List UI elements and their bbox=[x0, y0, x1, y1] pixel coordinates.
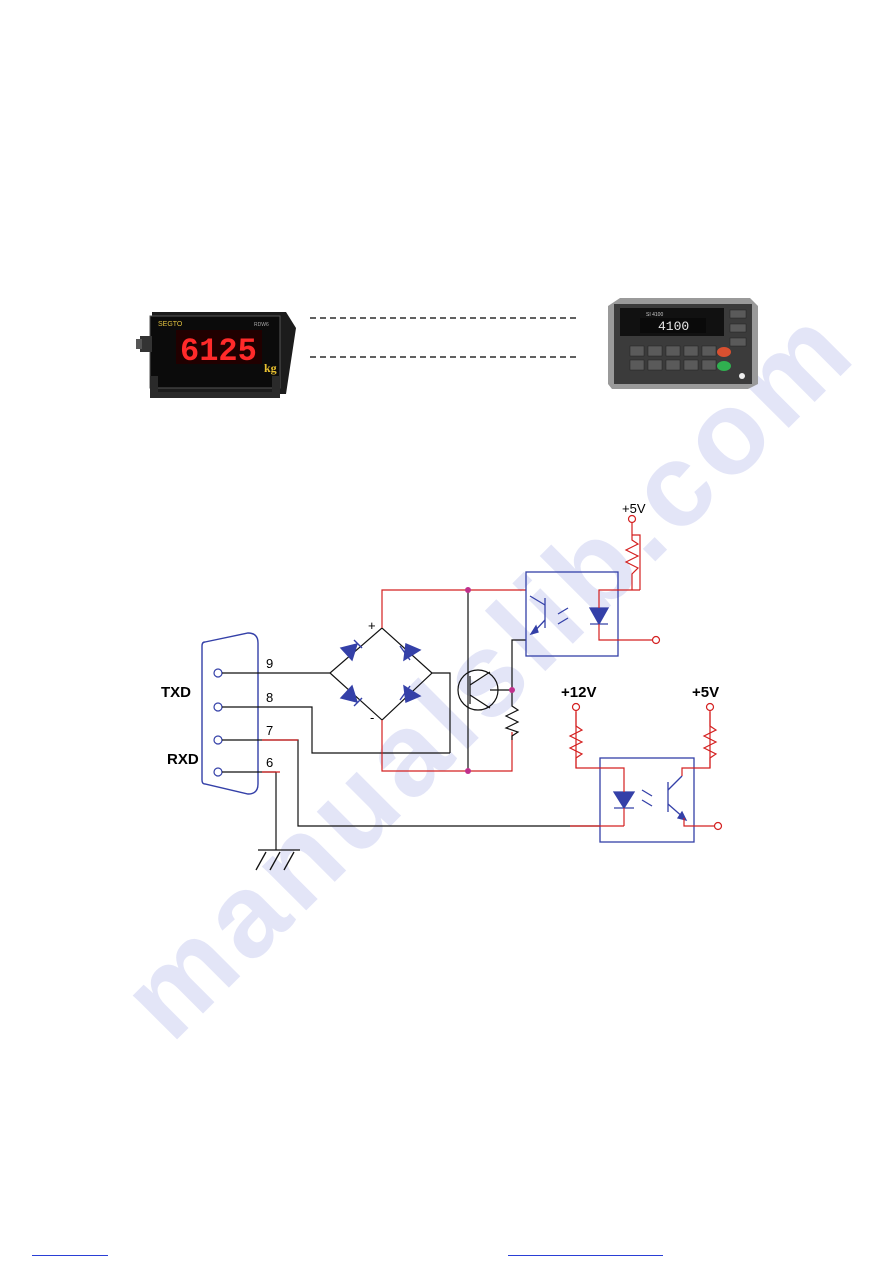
supply-5v-bottom-label: +5V bbox=[692, 684, 719, 701]
pin-8-icon bbox=[213, 702, 223, 712]
interface-schematic: 9 8 7 6 TXD RXD + - bbox=[161, 501, 723, 871]
indicator-brand: SI 4100 bbox=[646, 312, 663, 318]
supply-5v-top-label: +5V bbox=[622, 501, 646, 516]
txd-label: TXD bbox=[161, 684, 191, 701]
pin-9-label: 9 bbox=[266, 656, 273, 671]
pin-7-label: 7 bbox=[266, 723, 273, 738]
footer-link-left[interactable] bbox=[32, 1255, 108, 1256]
pin-6-icon bbox=[213, 767, 223, 777]
terminal-5v-top-icon bbox=[627, 514, 637, 524]
weighing-indicator-device: SI 4100 4100 bbox=[608, 298, 758, 389]
terminal-12v-icon bbox=[571, 702, 581, 712]
optocoupler-top bbox=[525, 571, 619, 657]
pin-9-icon bbox=[213, 668, 223, 678]
remote-reading: 6125 bbox=[180, 333, 257, 370]
bridge-minus-label: - bbox=[370, 710, 374, 725]
junction-dot bbox=[465, 768, 471, 774]
terminal-5v-bottom-icon bbox=[705, 702, 715, 712]
rxd-label: RXD bbox=[167, 751, 199, 768]
resistor-icon bbox=[702, 712, 718, 768]
pin-7-icon bbox=[213, 735, 223, 745]
indicator-reading: 4100 bbox=[658, 319, 689, 334]
supply-12v-label: +12V bbox=[561, 684, 596, 701]
bridge-rectifier: + - bbox=[329, 618, 433, 725]
ground-icon bbox=[255, 849, 300, 871]
remote-unit: kg bbox=[264, 361, 277, 375]
transistor-icon bbox=[457, 669, 512, 711]
junction-dot bbox=[465, 587, 471, 593]
junction-dot bbox=[509, 687, 515, 693]
terminal-output-bottom-icon bbox=[713, 821, 723, 831]
optocoupler-bottom bbox=[599, 757, 695, 843]
resistor-icon bbox=[568, 712, 584, 768]
remote-brand: SEGTO bbox=[158, 321, 183, 328]
remote-model: RDW6 bbox=[254, 322, 269, 328]
remote-display-device: SEGTO RDW6 6125 kg bbox=[136, 312, 296, 398]
terminal-output-top-icon bbox=[651, 635, 661, 645]
pin-8-label: 8 bbox=[266, 690, 273, 705]
db9-connector bbox=[201, 632, 259, 795]
footer-link-right[interactable] bbox=[508, 1255, 663, 1256]
pin-6-label: 6 bbox=[266, 755, 273, 770]
communication-link bbox=[310, 317, 580, 358]
resistor-icon bbox=[504, 690, 520, 740]
resistor-icon bbox=[624, 522, 640, 590]
bridge-plus-label: + bbox=[368, 618, 376, 633]
